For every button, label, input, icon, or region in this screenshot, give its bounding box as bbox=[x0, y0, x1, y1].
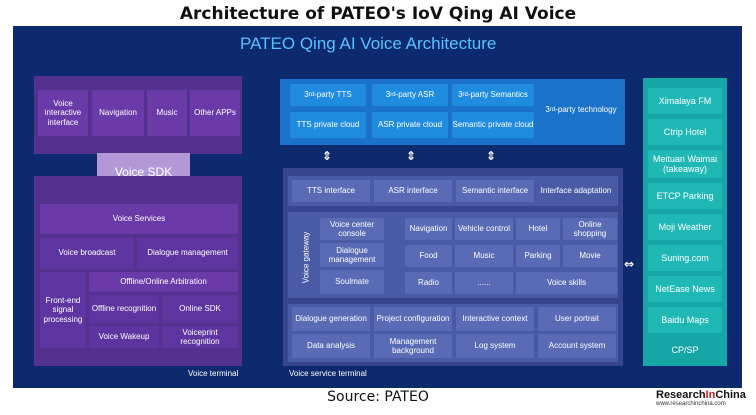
interactive-context: Interactive context bbox=[456, 307, 534, 331]
connector-cp-sp: ⇔ bbox=[624, 257, 635, 271]
asr-interface: ASR interface bbox=[374, 180, 452, 202]
cp-etcp-parking: ETCP Parking bbox=[648, 183, 722, 209]
skill-online-shopping: Online shopping bbox=[563, 218, 617, 240]
dialogue-generation: Dialogue generation bbox=[292, 307, 370, 331]
online-sdk: Online SDK bbox=[162, 295, 238, 323]
tts-private-cloud: TTS private cloud bbox=[290, 112, 366, 138]
architecture-title: PATEO Qing AI Voice Architecture bbox=[240, 34, 497, 53]
app-voice-interface: Voice interactive interface bbox=[38, 90, 88, 136]
voice-center-console: Voice center console bbox=[320, 218, 384, 240]
dialogue-management: Dialogue management bbox=[137, 237, 238, 269]
cp-ximalaya-fm: Ximalaya FM bbox=[648, 88, 722, 114]
skill-vehicle-control: Vehicle control bbox=[455, 218, 513, 240]
voice-gateway-label: Voice gateway bbox=[301, 231, 311, 283]
skill-food: Food bbox=[405, 245, 452, 267]
connector-semantic: ⇕ bbox=[486, 149, 497, 163]
project-configuration: Project configuration bbox=[374, 307, 452, 331]
skill-radio: Radio bbox=[405, 272, 452, 294]
skill-movie: Movie bbox=[563, 245, 617, 267]
connector-asr: ⇕ bbox=[406, 149, 417, 163]
voice-skills: Voice skills bbox=[516, 272, 617, 294]
offline-online-arbitration: Offline/Online Arbitration bbox=[89, 272, 238, 292]
cp-suning: Suning.com bbox=[648, 245, 722, 271]
page-title: Architecture of PATEO's IoV Qing AI Voic… bbox=[179, 4, 577, 24]
source-credit: Source: PATEO bbox=[327, 389, 429, 405]
cp-netease-news: NetEase News bbox=[648, 276, 722, 302]
user-portrait: User portrait bbox=[538, 307, 616, 331]
voice-terminal-label: Voice terminal bbox=[188, 369, 239, 378]
gateway-dialogue-management: Dialogue management bbox=[320, 243, 384, 267]
cp-baidu-maps: Baidu Maps bbox=[648, 307, 722, 333]
soulmate: Soulmate bbox=[320, 270, 384, 294]
voice-wakeup: Voice Wakeup bbox=[89, 326, 159, 348]
voice-gateway-label-wrap: Voice gateway bbox=[296, 222, 316, 292]
connector-tts: ⇕ bbox=[322, 149, 333, 163]
cp-meituan-waimai: Meituan Waimai (takeaway) bbox=[648, 150, 722, 178]
log-system: Log system bbox=[456, 334, 534, 358]
management-background: Management background bbox=[374, 334, 452, 358]
voiceprint-recognition: Voiceprint recognition bbox=[162, 326, 238, 348]
cp-sp-label: CP/SP bbox=[671, 344, 699, 355]
front-end-signal-processing: Front-end signal processing bbox=[40, 272, 86, 348]
voice-service-terminal-label: Voice service terminal bbox=[289, 369, 367, 378]
voice-broadcast: Voice broadcast bbox=[40, 237, 134, 269]
app-music: Music bbox=[147, 90, 187, 136]
asr-private-cloud: ASR private cloud bbox=[372, 112, 448, 138]
cp-ctrip-hotel: Ctrip Hotel bbox=[648, 119, 722, 145]
semantic-private-cloud: Semantic private cloud bbox=[452, 112, 534, 138]
skill-hotel: Hotel bbox=[516, 218, 560, 240]
offline-recognition: Offline recognition bbox=[89, 295, 159, 323]
app-other-apps: Other APPs bbox=[190, 90, 240, 136]
skill-navigation: Navigation bbox=[405, 218, 452, 240]
data-analysis: Data analysis bbox=[292, 334, 370, 358]
account-system: Account system bbox=[538, 334, 616, 358]
app-navigation: Navigation bbox=[92, 90, 144, 136]
researchinchina-logo: ResearchInChina www.researchinchina.com bbox=[656, 389, 746, 407]
cp-moji-weather: Moji Weather bbox=[648, 214, 722, 240]
semantic-interface: Semantic interface bbox=[456, 180, 534, 202]
interface-adaptation: Interface adaptation bbox=[540, 186, 612, 196]
tts-interface: TTS interface bbox=[292, 180, 370, 202]
skill-more: ...... bbox=[455, 272, 513, 294]
skill-parking: Parking bbox=[516, 245, 560, 267]
voice-services-title: Voice Services bbox=[40, 204, 238, 234]
skill-music: Music bbox=[455, 245, 513, 267]
